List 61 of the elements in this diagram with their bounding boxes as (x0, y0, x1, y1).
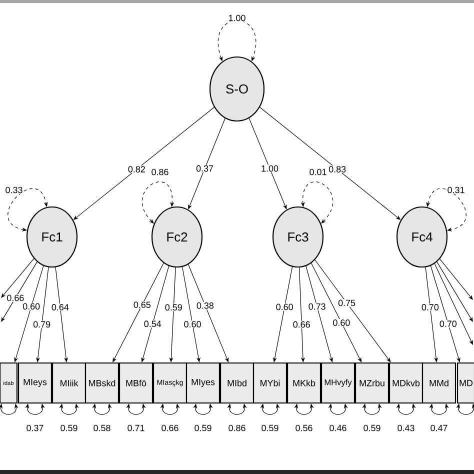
arrow (310, 262, 362, 362)
indicator-box: MDkvb (388, 362, 424, 404)
edge-label: 0.60 (183, 320, 202, 328)
edge-label: 0.60 (275, 303, 294, 311)
edge-label: 0.37 (195, 164, 214, 172)
edge-label: 0.38 (196, 302, 215, 310)
arrow (436, 262, 473, 322)
edge-label: 0.79 (32, 320, 52, 328)
edge-label: 0.82 (127, 166, 146, 174)
arrow (434, 263, 473, 345)
edge-label: 0.70 (420, 303, 440, 311)
indicator-box: MKkb (286, 362, 322, 404)
arrow (314, 260, 391, 362)
arrow (112, 262, 164, 362)
edge-label: 0.01 (308, 168, 328, 176)
edge-label: 0.66 (6, 294, 25, 302)
edge-label: 0.59 (362, 424, 382, 432)
variance-loop (8, 188, 48, 232)
variance-loop (426, 188, 466, 232)
edge-label: 0.47 (430, 424, 448, 432)
indicator-box: MIiik (52, 362, 86, 404)
edge-label: 0.43 (396, 424, 416, 432)
edge-label: 0.54 (143, 320, 162, 328)
edge-label: 0.86 (228, 424, 246, 432)
edge-label: 0.59 (260, 424, 280, 432)
edge-label: 0.60 (332, 318, 351, 326)
indicator-box: MIbd (220, 362, 254, 404)
edge-label: 0.60 (22, 302, 41, 310)
indicator-box: MBfö (118, 362, 154, 404)
edge-label: 0.65 (132, 301, 152, 309)
indicator-box: MYbi (252, 362, 288, 404)
edge-label: 0.73 (308, 302, 326, 310)
arrow (1, 258, 34, 298)
edge-label: 0.31 (446, 186, 466, 194)
indicator-box: MIeys (18, 362, 52, 404)
indicator-box: MIyes (186, 362, 220, 404)
edge-label: 0.59 (164, 304, 183, 312)
edge-label: 0.75 (337, 299, 356, 307)
arrow (188, 118, 226, 210)
edge-label: 0.37 (26, 424, 44, 432)
edge-label: 0.66 (292, 320, 311, 328)
edge-label: 0.58 (92, 424, 112, 432)
indicator-box: MD (456, 362, 474, 404)
edge-label: 0.64 (50, 303, 70, 311)
arrow (439, 258, 473, 300)
edge-label: 0.86 (150, 168, 170, 176)
edge-label: 1.00 (228, 14, 246, 22)
edge-label: 0.66 (160, 424, 180, 432)
edge-label: 0.70 (438, 320, 458, 328)
edge-label: 0.83 (328, 166, 347, 174)
edge-label: 0.59 (60, 424, 78, 432)
edge-label: 1.00 (260, 164, 280, 172)
indicator-box: MHvyfy (320, 362, 356, 404)
edge-label: 0.59 (194, 424, 212, 432)
arrow (1, 262, 38, 322)
edge-label: 0.71 (126, 424, 146, 432)
edge-label: 0.33 (4, 186, 24, 194)
edge-label: 0.46 (328, 424, 348, 432)
indicator-box: MZrbu (354, 362, 390, 404)
edge-label: 0.56 (294, 424, 314, 432)
indicator-box: MBskd (84, 362, 120, 404)
